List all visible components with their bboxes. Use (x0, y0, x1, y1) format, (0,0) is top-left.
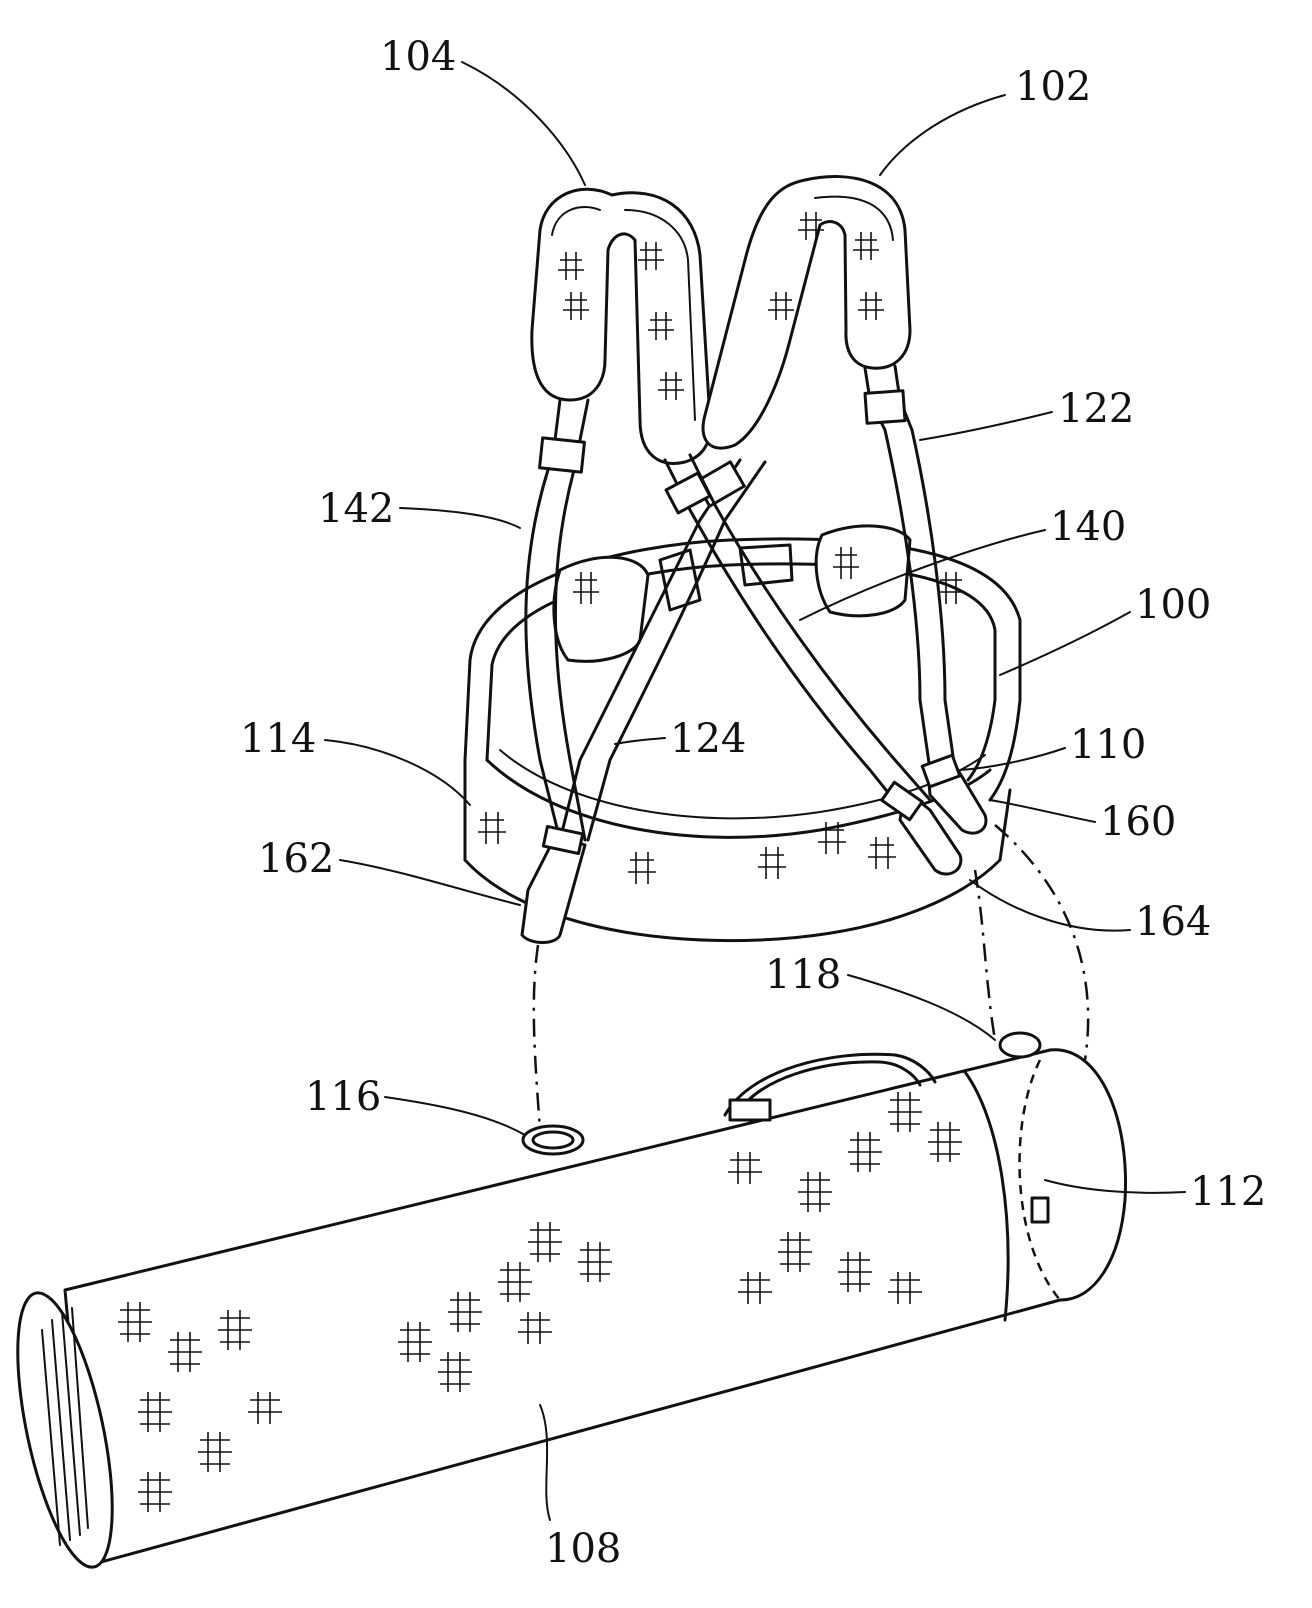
ref-122: 122 (1058, 386, 1134, 432)
ref-112: 112 (1190, 1169, 1266, 1215)
ref-164: 164 (1135, 899, 1211, 945)
ref-124: 124 (670, 716, 746, 762)
ref-100: 100 (1135, 582, 1211, 628)
ref-108: 108 (545, 1526, 621, 1572)
ref-110: 110 (1070, 722, 1146, 768)
ref-116: 116 (305, 1074, 381, 1120)
ref-114: 114 (240, 716, 316, 762)
ref-104: 104 (380, 34, 456, 80)
carrier-tube (0, 1033, 1126, 1575)
shoulder-strap-right-102 (665, 177, 986, 875)
ref-142: 142 (318, 486, 394, 532)
ref-118: 118 (765, 952, 841, 998)
ref-140: 140 (1050, 504, 1126, 550)
ref-102: 102 (1015, 64, 1091, 110)
ref-160: 160 (1100, 799, 1176, 845)
ref-162: 162 (258, 836, 334, 882)
